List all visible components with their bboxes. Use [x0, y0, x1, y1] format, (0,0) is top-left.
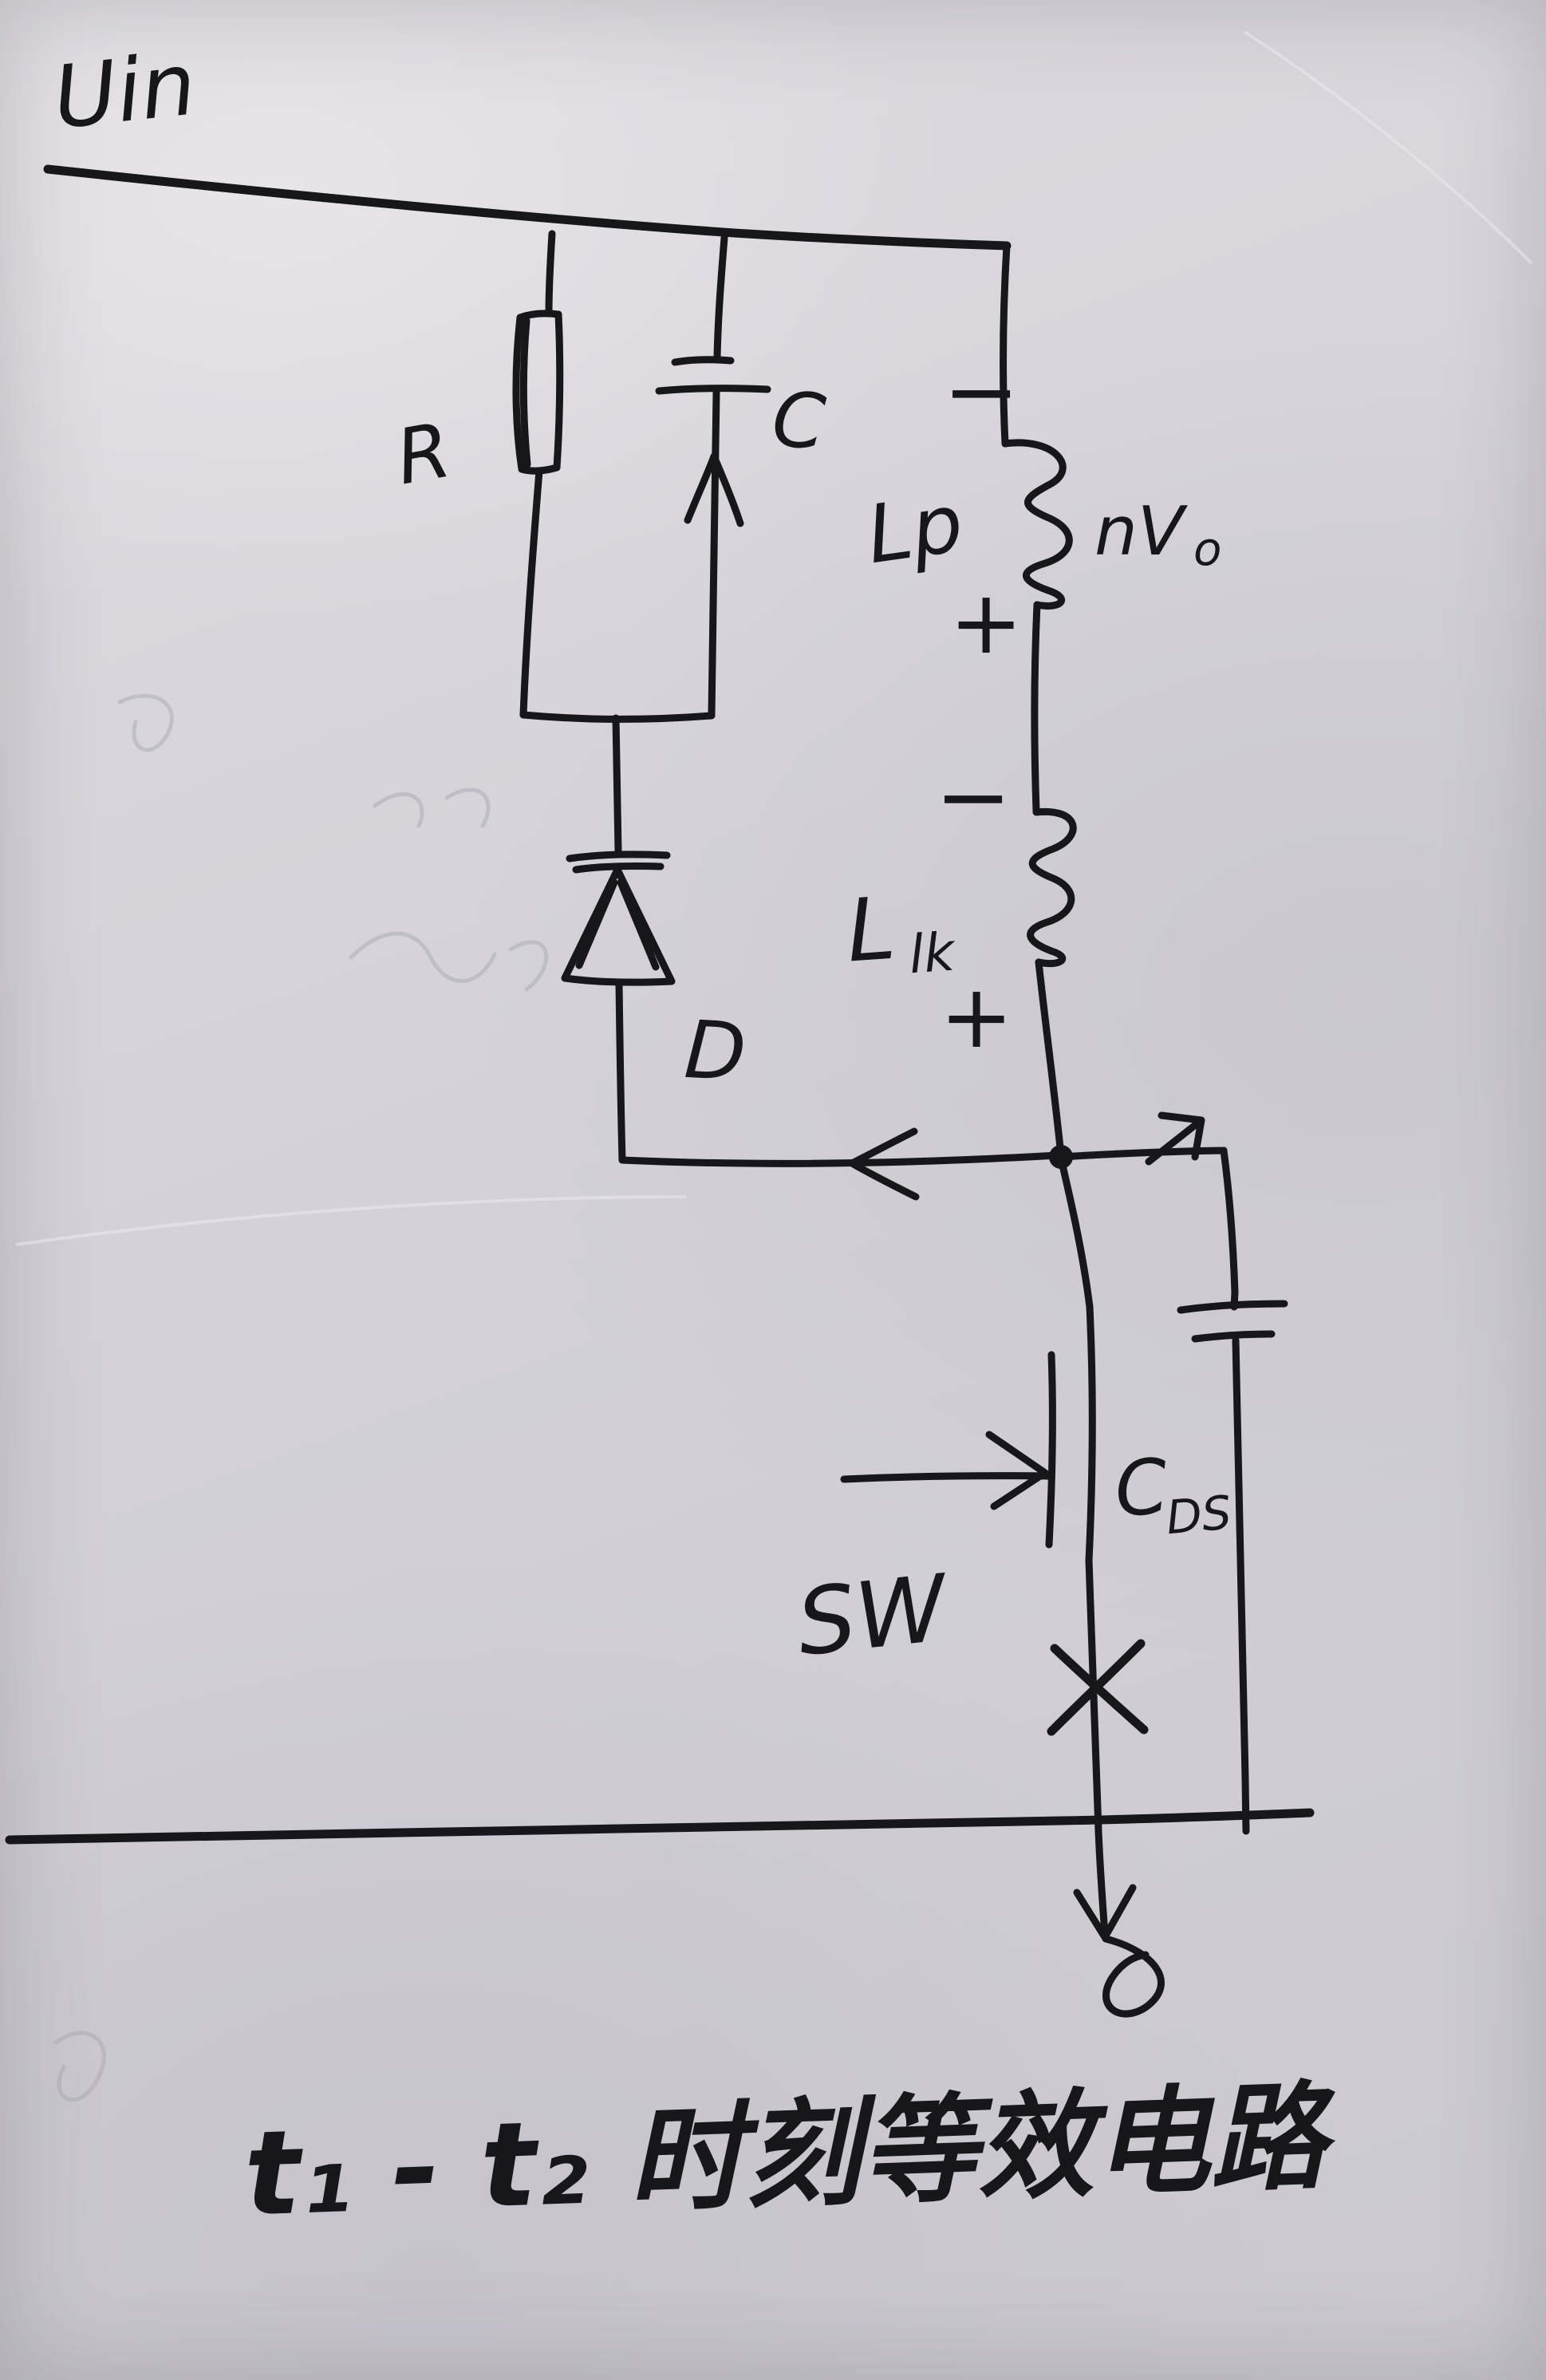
wire-drop-to-diode	[612, 714, 622, 855]
label-cds-sub: DS	[1164, 1485, 1233, 1545]
diode-triangle-retrace	[575, 878, 660, 971]
inductor-llk-coil	[1027, 807, 1077, 968]
polarity-lp-plus: +	[949, 571, 1023, 673]
label-uin: Uin	[49, 34, 200, 148]
label-switch-sw: SW	[792, 1555, 955, 1677]
resistor-r-symbol	[512, 310, 564, 475]
wire-middle-horizontal	[618, 1151, 1062, 1167]
label-capacitor-c: C	[769, 376, 829, 467]
polarity-llk-plus: +	[940, 965, 1013, 1068]
current-arrow-up-c-branch	[684, 452, 744, 527]
capacitor-cds-top-plate	[1177, 1300, 1288, 1314]
label-inductor-llk-main: L	[843, 879, 898, 982]
mosfet-gate-wire	[840, 1472, 1054, 1483]
source-end-loop-doodle	[1102, 1935, 1165, 2018]
capacitor-cds-bottom-plate	[1191, 1330, 1276, 1343]
polarity-lp-minus: −	[943, 338, 1019, 445]
diode-d-symbol	[561, 851, 676, 986]
pencil-smudge	[349, 931, 549, 992]
wire-c-branch-bottom	[708, 389, 720, 719]
wire-diode-anode-down	[615, 979, 626, 1164]
label-inductor-llk-sub: lk	[907, 921, 959, 985]
label-nvo-main: nV	[1094, 492, 1189, 571]
label-cds-main: C	[1111, 1443, 1172, 1534]
capacitor-c-top-plate	[671, 356, 735, 366]
resistor-r-left-edge	[512, 314, 526, 473]
resistor-r-right-edge	[553, 310, 564, 472]
switch-off-x-mark	[1047, 1639, 1149, 1736]
label-diode-d: D	[682, 1003, 748, 1099]
pencil-smudge	[53, 2031, 106, 2102]
wire-bottom-rail	[5, 1808, 1315, 1845]
label-nvo-sub: o	[1193, 522, 1222, 576]
wire-r-branch-bottom	[519, 467, 543, 719]
paper-crease	[1243, 30, 1533, 265]
current-arrow-ne-node	[1145, 1111, 1205, 1166]
paper-crease	[15, 1195, 687, 1246]
polarity-llk-minus: −	[935, 744, 1012, 851]
current-arrow-left-middle	[848, 1127, 920, 1201]
mosfet-sw-symbol	[840, 1154, 1109, 1938]
wire-right-branch-top	[1000, 242, 1011, 448]
caption-text: t₁ - t₂ 时刻等效电路	[243, 2069, 1340, 2243]
wire-cds-bottom	[1232, 1336, 1250, 1835]
mosfet-gate-bar	[1045, 1351, 1056, 1549]
resistor-r-retrace	[519, 317, 531, 468]
mosfet-drain-wire	[1057, 1154, 1094, 1311]
wire-node-to-cds	[1057, 1147, 1228, 1161]
label-inductor-lp: Lp	[862, 476, 968, 582]
wire-lp-to-llk	[1031, 601, 1041, 815]
inductor-lp-coil	[1001, 439, 1073, 610]
capacitor-c-symbol	[655, 356, 771, 395]
label-resistor-r: R	[390, 407, 457, 503]
wire-llk-to-node	[1035, 958, 1065, 1159]
wire-top-rail-uin	[43, 164, 1012, 251]
mosfet-channel-line	[1085, 1303, 1096, 1565]
resistor-r-top-edge	[516, 310, 562, 322]
gate-drive-arrow	[985, 1431, 1049, 1510]
wire-c-branch-top	[713, 234, 728, 361]
mosfet-source-wire	[1085, 1557, 1109, 1938]
pencil-smudge	[117, 693, 174, 752]
wire-cds-top	[1220, 1147, 1239, 1297]
wire-r-branch-top	[545, 230, 556, 317]
capacitor-cds-symbol	[1177, 1289, 1288, 1343]
capacitor-c-bottom-plate	[655, 385, 771, 395]
pencil-smudge	[373, 787, 491, 828]
